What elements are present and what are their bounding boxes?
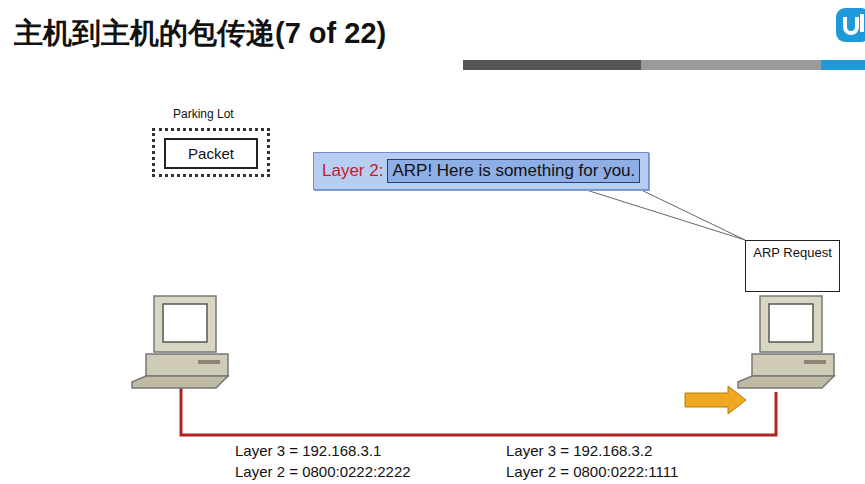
header-bar xyxy=(821,60,865,70)
direction-arrow xyxy=(685,386,746,414)
address-label: Layer 2 = 0800:0222:1111 xyxy=(506,463,678,480)
logo xyxy=(836,8,865,42)
computer-icon xyxy=(132,296,228,388)
box-label: ARP! Here is something for you. xyxy=(387,159,640,183)
address-label: Layer 2 = 0800:0222:2222 xyxy=(235,463,411,480)
box-label: ARP Request xyxy=(752,245,833,260)
address-label: Layer 3 = 192.168.3.1 xyxy=(235,442,381,459)
packet-box: Packet xyxy=(164,138,258,169)
box-label: Packet xyxy=(172,145,250,162)
slide-title: 主机到主机的包传递(7 of 22) xyxy=(14,14,386,54)
heading: Parking Lot xyxy=(173,107,234,121)
speech-bubble: Layer 2:ARP! Here is something for you. xyxy=(313,152,649,190)
arp-request-box: ARP Request xyxy=(745,240,840,292)
parking-lot: Parking LotPacket xyxy=(152,128,270,177)
header-bar xyxy=(463,60,641,70)
header-bar xyxy=(641,60,821,70)
address-label: Layer 3 = 192.168.3.2 xyxy=(506,442,652,459)
callout-tail xyxy=(586,190,745,240)
computer-icon xyxy=(738,296,834,388)
box-label: Layer 2: xyxy=(322,161,383,181)
